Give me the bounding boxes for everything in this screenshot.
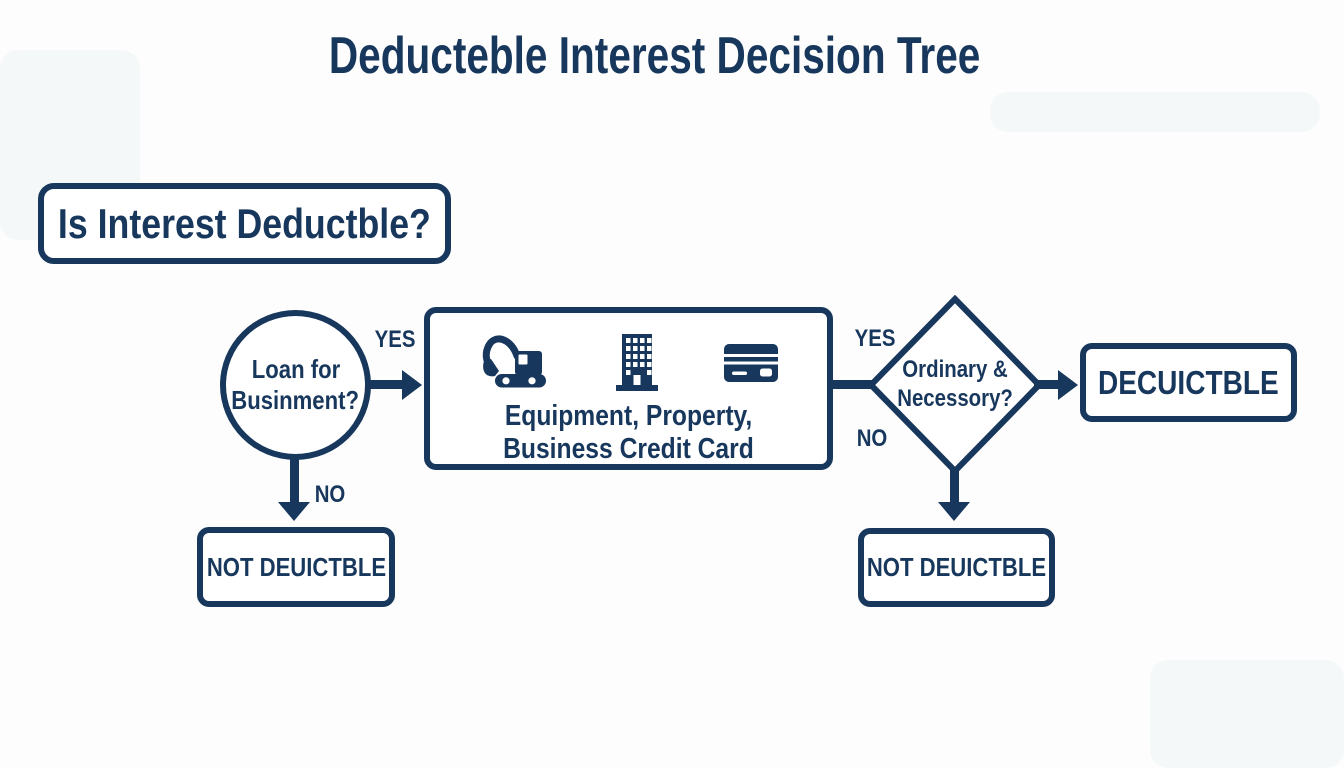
arrow-loan-to-notdeductible-head (278, 502, 310, 521)
loan-circle-line2: Businment? (231, 385, 360, 415)
page-title-text: Deducteble Interest Decision Tree (329, 27, 981, 85)
loan-no-label: NO (314, 481, 346, 508)
ordinary-line2: Necessory? (897, 385, 1013, 412)
arrow-loan-to-examples-head (402, 370, 422, 400)
page-title: Deducteble Interest Decision Tree (0, 27, 1310, 85)
deductible-label: DECUICTBLE (1098, 363, 1279, 401)
examples-icons-row (430, 331, 827, 391)
loan-yes-label: YES (374, 326, 416, 353)
not-deductible-left-label: NOT DEUICTBLE (206, 551, 386, 582)
ordinary-no-label: NO (856, 425, 888, 452)
arrow-diamond-to-deductible-head (1058, 370, 1078, 400)
arrow-loan-to-examples-stem (366, 380, 404, 389)
ordinary-yes-label: YES (854, 325, 896, 352)
loan-circle-line1: Loan for (251, 354, 340, 385)
arrow-diamond-to-notdeductible-head (938, 502, 970, 521)
loan-circle-node: Loan for Businment? (220, 310, 371, 460)
not-deductible-right-box: NOT DEUICTBLE (858, 528, 1055, 607)
examples-line2: Business Credit Card (503, 433, 754, 466)
examples-text: Equipment, Property, Business Credit Car… (481, 400, 776, 467)
arrow-loan-to-notdeductible-stem (290, 454, 299, 504)
examples-box: Equipment, Property, Business Credit Car… (424, 307, 833, 470)
ordinary-diamond-node: Ordinary & Necessory? (867, 295, 1043, 475)
question-box-label: Is Interest Deductble? (58, 199, 431, 247)
background-texture (990, 92, 1320, 132)
not-deductible-right-label: NOT DEUICTBLE (866, 552, 1047, 582)
question-box: Is Interest Deductble? (38, 183, 451, 264)
credit-card-icon (723, 344, 778, 382)
deductible-box: DECUICTBLE (1080, 343, 1297, 422)
line-examples-to-diamond (830, 380, 878, 389)
arrow-diamond-to-notdeductible-stem (950, 468, 959, 504)
ordinary-line1: Ordinary & (902, 356, 1008, 384)
examples-line1: Equipment, Property, (504, 400, 753, 432)
excavator-icon (482, 335, 546, 388)
background-texture (1150, 660, 1344, 768)
arrow-diamond-to-deductible-stem (1034, 380, 1062, 389)
building-icon (615, 334, 658, 391)
not-deductible-left-box: NOT DEUICTBLE (197, 527, 395, 607)
